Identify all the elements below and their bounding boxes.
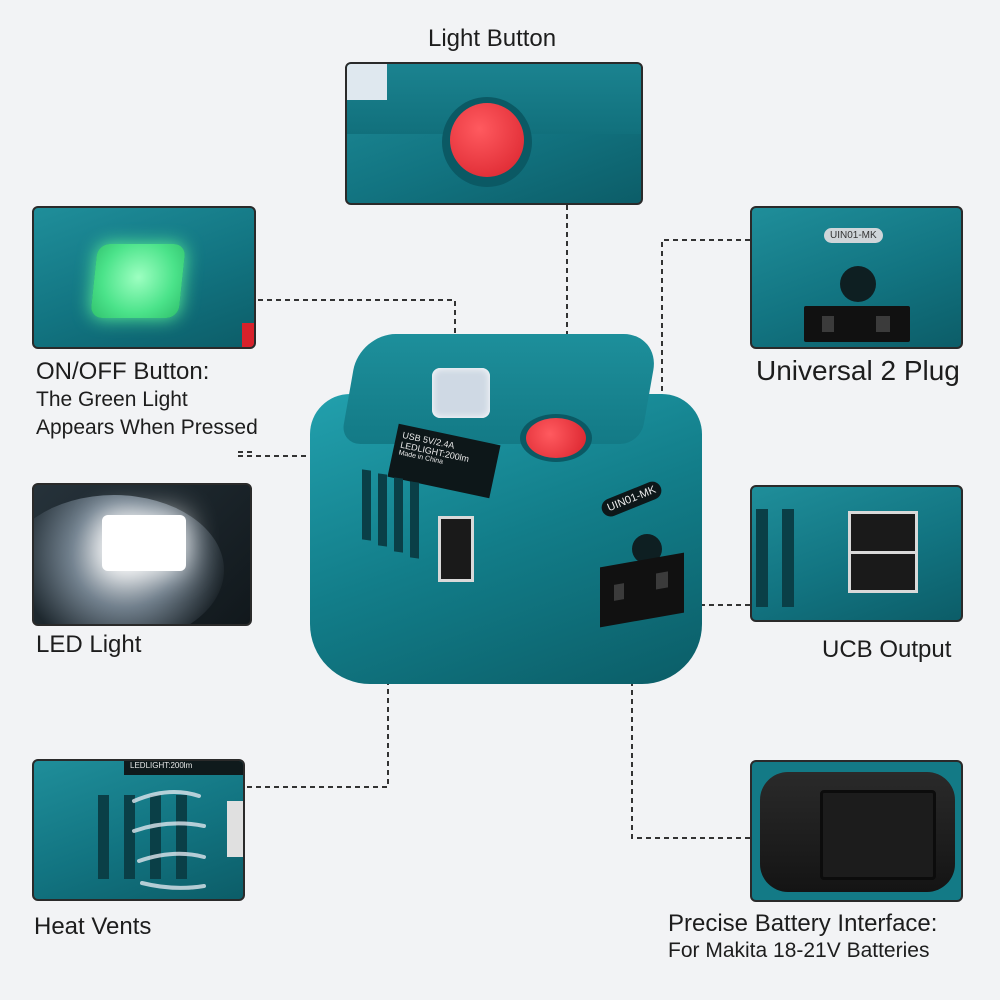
heat-vents-photo: LEDLIGHT:200lm xyxy=(32,759,245,901)
led-light-photo xyxy=(32,483,252,626)
battery-interface-subtitle: For Makita 18-21V Batteries xyxy=(668,939,930,962)
device-usb-ports xyxy=(438,516,474,582)
on-off-line2: Appears When Pressed xyxy=(36,416,258,439)
plug-sticker xyxy=(840,266,876,302)
heat-vents-spec-strip: LEDLIGHT:200lm xyxy=(124,761,243,775)
usb-port-edge xyxy=(227,801,243,857)
vent-slot xyxy=(176,795,187,879)
battery-interface-title: Precise Battery Interface: xyxy=(668,910,938,937)
light-button-photo xyxy=(345,62,643,205)
vent-slot xyxy=(150,795,161,879)
battery-rail-base xyxy=(760,772,955,892)
vent-slot xyxy=(782,509,794,607)
on-off-photo xyxy=(32,206,256,349)
usb-output-photo xyxy=(750,485,963,622)
light-glare xyxy=(347,64,387,100)
universal-plug-photo: UIN01-MK xyxy=(750,206,963,349)
light-button-label: Light Button xyxy=(428,25,557,52)
device-light-button-icon xyxy=(520,414,592,462)
vent-slot xyxy=(410,481,419,559)
usb-output-label: UCB Output xyxy=(822,636,952,663)
connector-on-off xyxy=(258,299,456,380)
universal-socket xyxy=(804,306,910,342)
battery-rail-slot xyxy=(820,790,936,880)
led-light-label: LED Light xyxy=(36,631,142,658)
vent-slot xyxy=(756,509,768,607)
battery-interface-photo xyxy=(750,760,963,902)
vent-slot xyxy=(378,473,387,547)
on-off-line1: The Green Light xyxy=(36,388,188,411)
led-lens-icon xyxy=(102,515,186,571)
spec-strip-text: LEDLIGHT:200lm xyxy=(130,761,193,770)
device-on-off-window xyxy=(432,368,490,418)
light-button-icon xyxy=(442,97,532,187)
heat-vents-label: Heat Vents xyxy=(34,913,152,940)
connector-battery xyxy=(631,670,750,839)
vent-slot xyxy=(124,795,135,879)
on-off-green-light-icon xyxy=(90,244,186,318)
on-off-red-edge xyxy=(242,323,254,347)
vent-slot xyxy=(98,795,109,879)
device-body: USB 5V/2.4A LEDLIGHT:200lm Made in China… xyxy=(310,330,702,694)
device-top-cap xyxy=(340,334,660,444)
usb-port-lower xyxy=(848,551,918,593)
airflow-arrows-icon xyxy=(132,790,206,890)
model-badge: UIN01-MK xyxy=(824,228,883,243)
universal-plug-label: Universal 2 Plug xyxy=(756,355,960,386)
usb-port-upper xyxy=(848,511,918,555)
vent-slot xyxy=(394,477,403,553)
vent-slot xyxy=(362,469,371,541)
on-off-title: ON/OFF Button: xyxy=(36,358,210,385)
